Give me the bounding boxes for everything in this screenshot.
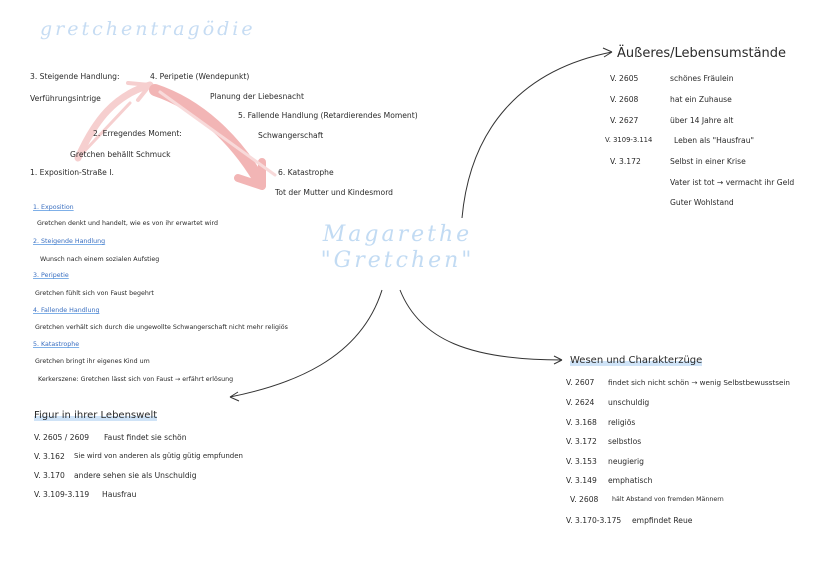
aeusseres-text-3: über 14 Jahre alt bbox=[670, 116, 734, 125]
figur-text-2: Sie wird von anderen als gütig gütig emp… bbox=[74, 452, 243, 460]
arrow-aeusseres bbox=[602, 47, 613, 58]
wesen-ref-3: V. 3.168 bbox=[566, 418, 597, 427]
summary-head-5: 5. Katastrophe bbox=[33, 341, 80, 348]
summary-text-2: Wunsch nach einem sozialen Aufstieg bbox=[40, 256, 160, 263]
aeusseres-ref-1: V. 2605 bbox=[610, 74, 639, 83]
wesen-ref-1: V. 2607 bbox=[566, 378, 595, 387]
summary-head-3: 3. Peripetie bbox=[33, 272, 69, 279]
aeusseres-ref-4: V. 3109-3.114 bbox=[605, 136, 653, 144]
wesen-ref-5: V. 3.153 bbox=[566, 457, 597, 466]
drama-stage3: 3. Steigende Handlung: bbox=[30, 72, 120, 81]
aeusseres-ref-3: V. 2627 bbox=[610, 116, 639, 125]
page-title: gretchentragödie bbox=[40, 18, 256, 40]
center-name: Magarethe bbox=[322, 222, 473, 247]
figur-text-3: andere sehen sie als Unschuldig bbox=[74, 471, 197, 480]
wesen-ref-7: V. 2608 bbox=[570, 495, 599, 504]
drama-stage2: 2. Erregendes Moment: bbox=[93, 129, 182, 138]
summary-text-1: Gretchen denkt und handelt, wie es von i… bbox=[37, 220, 218, 227]
figur-text-1: Faust findet sie schön bbox=[104, 433, 187, 442]
drama-stage3-sub: Verführungsintrige bbox=[30, 94, 101, 103]
wesen-text-5: neugierig bbox=[608, 457, 644, 466]
wesen-text-1: findet sich nicht schön → wenig Selbstbe… bbox=[608, 378, 790, 387]
summary-text-3: Gretchen fühlt sich von Faust begehrt bbox=[35, 290, 154, 297]
wesen-ref-4: V. 3.172 bbox=[566, 437, 597, 446]
aeusseres-ref-5: V. 3.172 bbox=[610, 157, 641, 166]
figur-text-4: Hausfrau bbox=[102, 490, 137, 499]
summary-text-6: Kerkerszene: Gretchen lässt sich von Fau… bbox=[38, 376, 234, 383]
drama-stage4-sub: Planung der Liebesnacht bbox=[210, 92, 304, 101]
figur-ref-1: V. 2605 / 2609 bbox=[34, 433, 90, 442]
wesen-text-2: unschuldig bbox=[608, 398, 650, 407]
summary-text-4: Gretchen verhält sich durch die ungewoll… bbox=[35, 324, 288, 331]
arrow-wesen bbox=[553, 355, 563, 365]
wesen-ref-6: V. 3.149 bbox=[566, 476, 597, 485]
drama-arc-arrows bbox=[74, 81, 277, 190]
aeusseres-extra-1: Vater ist tot → vermacht ihr Geld bbox=[670, 178, 795, 187]
wesen-text-8: empfindet Reue bbox=[632, 516, 693, 525]
wesen-title: Wesen und Charakterzüge bbox=[570, 355, 703, 366]
wesen-text-4: selbstlos bbox=[608, 437, 642, 446]
summary-text-5: Gretchen bringt ihr eigenes Kind um bbox=[35, 358, 150, 365]
wesen-ref-2: V. 2624 bbox=[566, 398, 595, 407]
connector-figur bbox=[229, 289, 383, 398]
aeusseres-text-2: hat ein Zuhause bbox=[670, 95, 732, 104]
aeusseres-text-5: Selbst in einer Krise bbox=[670, 157, 746, 166]
drama-stage6-sub: Tot der Mutter und Kindesmord bbox=[275, 188, 394, 197]
aeusseres-text-4: Leben als "Hausfrau" bbox=[674, 136, 755, 145]
drama-stage4: 4. Peripetie (Wendepunkt) bbox=[150, 72, 250, 81]
aeusseres-extra-2: Guter Wohlstand bbox=[670, 198, 734, 207]
center-nickname: "Gretchen" bbox=[320, 248, 475, 273]
wesen-text-3: religiös bbox=[608, 418, 636, 427]
wesen-text-6: emphatisch bbox=[608, 476, 653, 485]
figur-ref-2: V. 3.162 bbox=[34, 452, 65, 461]
figur-ref-4: V. 3.109-3.119 bbox=[34, 490, 90, 499]
figur-title: Figur in ihrer Lebenswelt bbox=[34, 410, 158, 421]
summary-head-4: 4. Fallende Handlung bbox=[33, 307, 100, 314]
connector-aeusseres bbox=[461, 51, 613, 219]
drama-stage5: 5. Fallende Handlung (Retardierendes Mom… bbox=[238, 111, 418, 120]
summary-head-1: 1. Exposition bbox=[33, 204, 74, 211]
aeusseres-ref-2: V. 2608 bbox=[610, 95, 639, 104]
center-node: Magarethe "Gretchen" bbox=[290, 222, 505, 274]
wesen-text-7: hält Abstand von fremden Männern bbox=[612, 496, 724, 503]
wesen-ref-8: V. 3.170-3.175 bbox=[566, 516, 622, 525]
drama-stage1: 1. Exposition-Straße I. bbox=[30, 168, 114, 177]
wesen-title-text: Wesen und Charakterzüge bbox=[570, 355, 703, 366]
drama-stage2-sub: Gretchen behällt Schmuck bbox=[70, 150, 171, 159]
figur-ref-3: V. 3.170 bbox=[34, 471, 65, 480]
figur-title-text: Figur in ihrer Lebenswelt bbox=[34, 410, 158, 421]
aeusseres-text-1: schönes Fräulein bbox=[670, 74, 734, 83]
drama-stage6: 6. Katastrophe bbox=[278, 168, 334, 177]
aeusseres-title: Äußeres/Lebensumstände bbox=[617, 46, 787, 61]
summary-head-2: 2. Steigende Handlung bbox=[33, 238, 106, 245]
drama-stage5-sub: Schwangerschaft bbox=[258, 131, 324, 140]
arrow-figur bbox=[229, 391, 240, 402]
connector-wesen bbox=[399, 289, 563, 361]
